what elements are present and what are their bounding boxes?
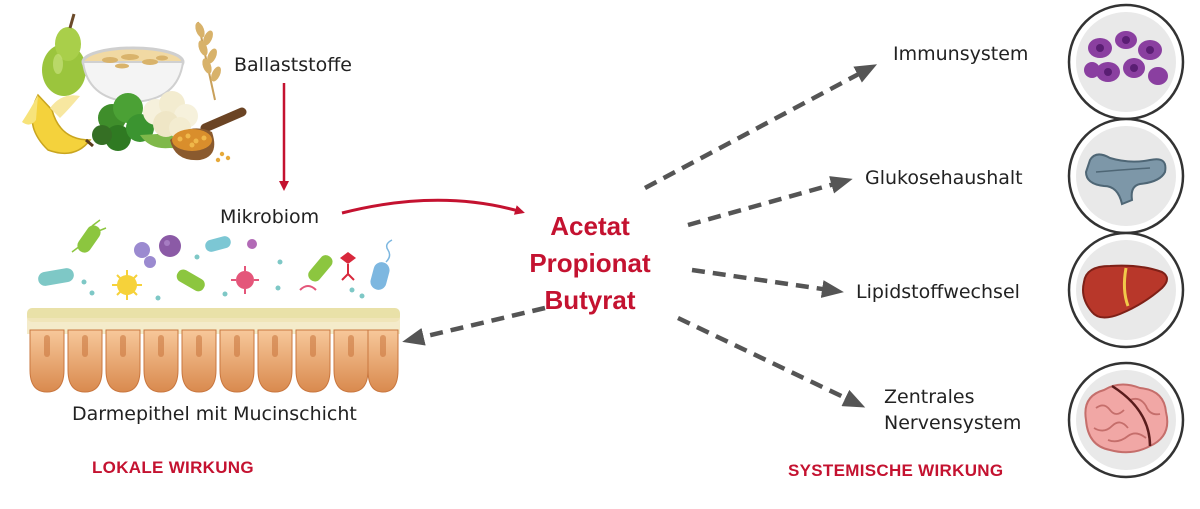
fiber-label: Ballaststoffe (234, 54, 352, 76)
microbes-illustration (38, 219, 393, 301)
target-cns-line-1: Zentrales (884, 386, 975, 408)
brain-icon (1067, 361, 1185, 479)
scfa-to-immune-arrow (643, 64, 878, 190)
fiber-foods-illustration (22, 13, 247, 163)
systemic-effect-heading: SYSTEMISCHE WIRKUNG (788, 461, 1004, 480)
bacterium-icon (176, 269, 205, 292)
virus-icon (159, 235, 181, 257)
bacterium-icon (299, 255, 333, 291)
wheat-icon (195, 21, 221, 101)
villi (29, 329, 399, 393)
bacterium-icon (370, 239, 393, 290)
lentil-scoop-icon (170, 107, 247, 163)
pancreas-icon (1067, 117, 1185, 235)
intestinal-epithelium-illustration (27, 308, 400, 393)
virus-icon (112, 270, 142, 300)
pear-icon (42, 13, 86, 96)
microbiome-to-scfa-arrow (341, 198, 525, 215)
bacterium-icon (71, 219, 107, 253)
liver-icon (1067, 231, 1185, 349)
epithelium-label: Darmepithel mit Mucinschicht (72, 403, 357, 425)
local-effect-heading: LOKALE WIRKUNG (92, 458, 254, 477)
scfa-to-cns-arrow (677, 315, 866, 408)
bacterium-icon (134, 242, 156, 268)
propionate-label: Propionat (529, 248, 651, 278)
butyrate-label: Butyrat (544, 285, 636, 315)
target-cns-line-2: Nervensystem (884, 412, 1022, 434)
bacterium-icon (247, 239, 257, 249)
scfa-list: Acetat Propionat Butyrat (525, 208, 655, 319)
scfa-to-epithelium-arrow (402, 305, 546, 346)
banana-icon (22, 93, 94, 155)
target-glucose-label: Glukosehaushalt (865, 167, 1023, 189)
microbiome-label: Mikrobiom (220, 206, 320, 228)
acetate-label: Acetat (550, 211, 630, 241)
immune-cells-icon (1067, 3, 1185, 121)
target-lipid-label: Lipidstoffwechsel (856, 281, 1020, 303)
virus-icon (231, 266, 259, 294)
scfa-to-glucose-arrow (687, 176, 853, 228)
scfa-to-lipid-arrow (691, 267, 844, 298)
bacterium-icon (205, 236, 231, 252)
target-immune-label: Immunsystem (893, 43, 1029, 65)
target-cns-label: Zentrales Nervensystem (884, 384, 1021, 436)
phage-icon (340, 252, 356, 281)
bacterium-icon (38, 268, 74, 286)
broccoli-icon (92, 93, 154, 151)
